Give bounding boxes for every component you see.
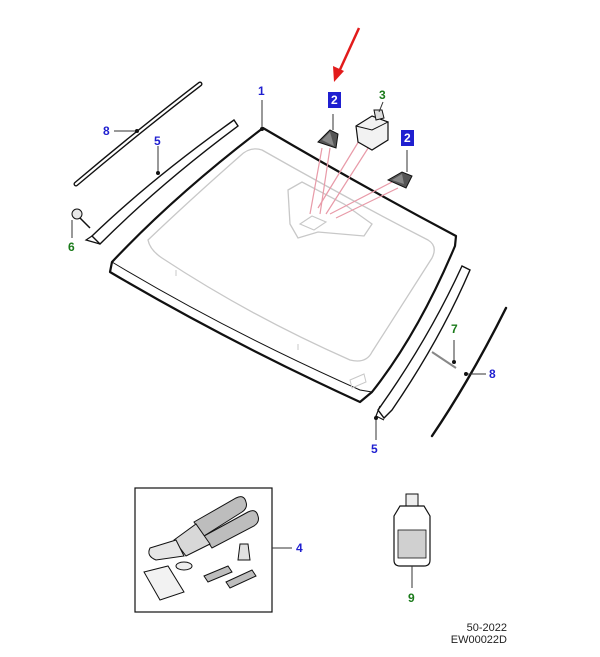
leader-1 xyxy=(260,100,264,131)
callout-fluid-bottle: 9 xyxy=(408,591,415,605)
sensor-cover-right xyxy=(386,150,413,189)
trim-right xyxy=(374,265,471,440)
callout-bonding-kit: 4 xyxy=(296,541,303,555)
callout-seal-right: 8 xyxy=(489,367,496,381)
red-pointer-arrow xyxy=(333,27,361,82)
diagram-code: 50-2022 xyxy=(466,622,507,634)
callout-sensor-cover-top: 2 xyxy=(328,92,341,108)
seal-left xyxy=(73,81,203,187)
callout-trim-left: 5 xyxy=(154,134,161,148)
trim-left xyxy=(84,119,239,245)
callout-clip: 6 xyxy=(68,240,75,254)
callout-sensor-cover-right: 2 xyxy=(401,130,414,146)
sensor-leader-lines xyxy=(309,135,399,219)
callout-windshield: 1 xyxy=(258,84,265,98)
callout-pin: 7 xyxy=(451,322,458,336)
callout-trim-right: 5 xyxy=(371,442,378,456)
windshield-glass xyxy=(108,126,458,404)
fluid-bottle xyxy=(393,493,431,588)
pin xyxy=(431,340,457,369)
callout-rain-sensor: 3 xyxy=(379,88,386,102)
sensor-cover-top xyxy=(317,114,339,149)
bonding-kit-box xyxy=(134,487,292,613)
rain-sensor xyxy=(355,101,390,151)
diagram-ref: EW00022D xyxy=(450,634,507,646)
clip xyxy=(71,208,91,238)
callout-seal-left: 8 xyxy=(103,124,110,138)
seal-right xyxy=(430,306,508,438)
